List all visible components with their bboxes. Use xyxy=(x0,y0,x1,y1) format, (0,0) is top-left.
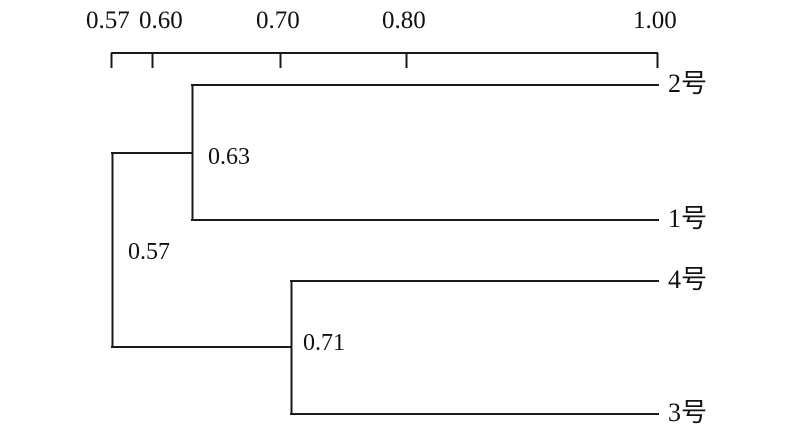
axis-tick-label-0.57: 0.57 xyxy=(86,7,130,34)
leaf-label-3hao: 3号 xyxy=(668,398,708,427)
tree-branches xyxy=(110,83,660,416)
axis-tick-label-0.80: 0.80 xyxy=(382,7,426,34)
leaf-label-4hao: 4号 xyxy=(668,265,708,294)
axis-tick-label-0.70: 0.70 xyxy=(256,7,300,34)
axis-group xyxy=(110,51,659,68)
node-label-0.57: 0.57 xyxy=(128,239,170,265)
node-label-0.71: 0.71 xyxy=(303,330,345,356)
axis-tick-label-1.00: 1.00 xyxy=(633,7,677,34)
leaf-label-1hao: 1号 xyxy=(668,204,708,233)
node-label-0.63: 0.63 xyxy=(208,144,250,170)
axis-tick-label-0.60: 0.60 xyxy=(139,7,183,34)
leaf-label-2hao: 2号 xyxy=(668,69,708,98)
